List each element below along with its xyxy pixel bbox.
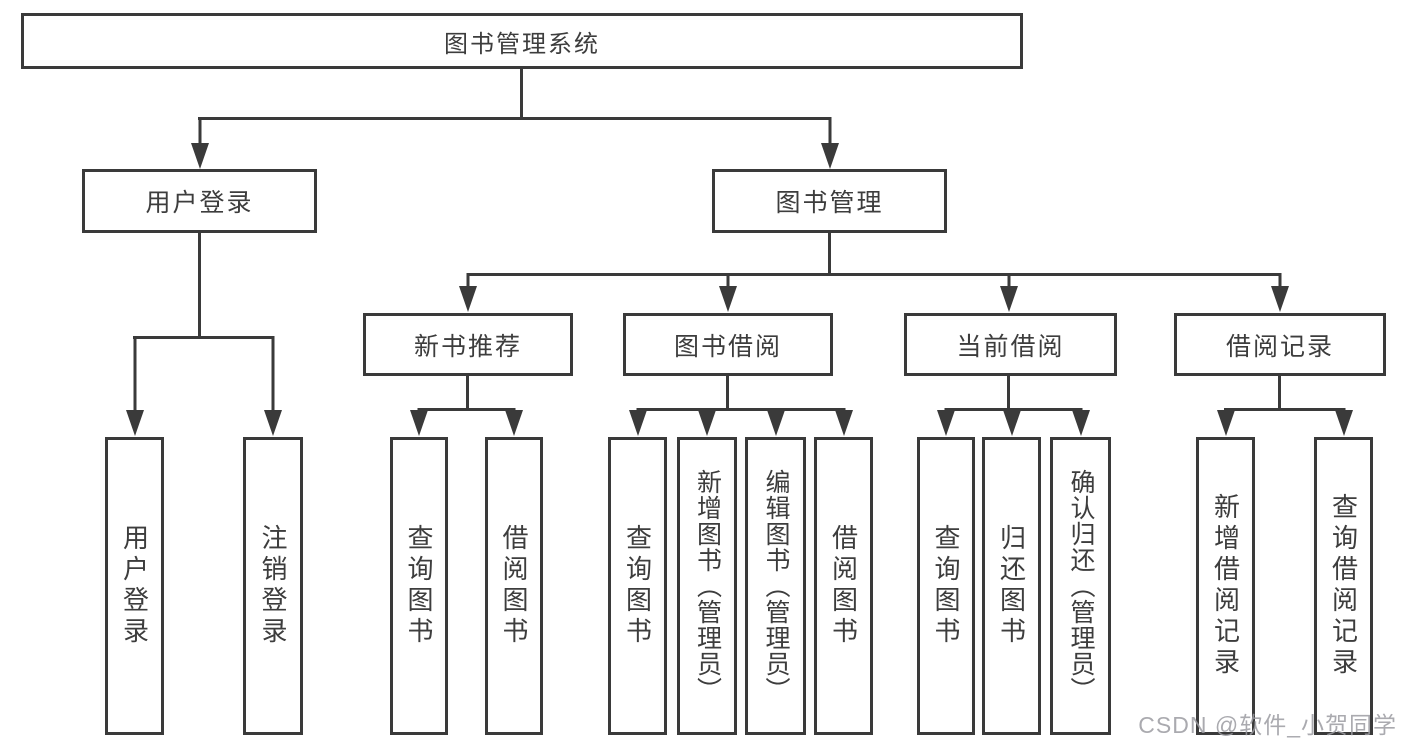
node-root: 图书管理系统 [21, 13, 1023, 69]
arrow-into-leaf-add-book [698, 408, 716, 436]
leaf-query-borrow-record: 查询借阅记录 [1314, 437, 1373, 735]
leaf-query-book-borrow: 查询图书 [608, 437, 667, 735]
connector-root-stem [520, 69, 523, 117]
arrow-into-borrow-records [1271, 273, 1289, 312]
arrowhead-icon [767, 410, 785, 436]
node-book-borrow: 图书借阅 [623, 313, 833, 376]
arrow-into-leaf-query-book-current [937, 408, 955, 436]
arrow-shaft [1278, 273, 1282, 290]
arrow-into-leaf-query-book-borrow [629, 408, 647, 436]
leaf-borrow-book-recommend: 借阅图书 [485, 437, 543, 735]
arrow-into-new-book-recommend [459, 273, 477, 312]
arrowhead-icon [629, 410, 647, 436]
connector-recommend-bar [418, 408, 515, 411]
leaf-query-book-current: 查询图书 [917, 437, 975, 735]
arrow-into-leaf-query-borrow-record [1335, 408, 1353, 436]
arrow-shaft [198, 117, 202, 147]
connector-user-login-bar [133, 336, 274, 339]
arrowhead-icon [410, 410, 428, 436]
leaf-user-login: 用户登录 [105, 437, 164, 735]
leaf-add-borrow-record: 新增借阅记录 [1196, 437, 1255, 735]
arrowhead-icon [1000, 286, 1018, 312]
arrow-shaft [1007, 273, 1011, 290]
arrowhead-icon [1217, 410, 1235, 436]
node-book-management: 图书管理 [712, 169, 947, 233]
connector-level3-bar [467, 273, 1281, 276]
arrow-into-leaf-query-book-recommend [410, 408, 428, 436]
arrowhead-icon [459, 286, 477, 312]
connector-recommend-stem [466, 376, 469, 408]
arrow-into-leaf-logout [264, 336, 282, 436]
connector-user-login-stem [198, 233, 201, 336]
node-user-login: 用户登录 [82, 169, 317, 233]
arrowhead-icon [835, 410, 853, 436]
leaf-confirm-return-admin: 确认归还（管理员） [1050, 437, 1111, 735]
arrow-into-user-login [191, 117, 209, 169]
arrowhead-icon [126, 410, 144, 436]
connector-records-bar [1224, 408, 1345, 411]
arrow-shaft [271, 336, 275, 414]
arrowhead-icon [821, 143, 839, 169]
arrowhead-icon [1003, 410, 1021, 436]
arrow-into-leaf-confirm-return [1072, 408, 1090, 436]
leaf-edit-book-admin: 编辑图书（管理员） [745, 437, 806, 735]
connector-level2-bar [198, 117, 831, 120]
leaf-logout: 注销登录 [243, 437, 303, 735]
arrowhead-icon [1335, 410, 1353, 436]
node-borrow-records: 借阅记录 [1174, 313, 1386, 376]
arrowhead-icon [264, 410, 282, 436]
arrow-into-leaf-user-login [126, 336, 144, 436]
arrowhead-icon [719, 286, 737, 312]
arrowhead-icon [1271, 286, 1289, 312]
leaf-add-book-admin: 新增图书（管理员） [677, 437, 737, 735]
arrow-shaft [726, 273, 730, 290]
arrowhead-icon [191, 143, 209, 169]
arrow-into-leaf-add-borrow-record [1217, 408, 1235, 436]
arrowhead-icon [698, 410, 716, 436]
leaf-query-book-recommend: 查询图书 [390, 437, 448, 735]
connector-borrow-stem [726, 376, 729, 408]
arrow-into-leaf-borrow-book [835, 408, 853, 436]
connector-borrow-bar [637, 408, 844, 411]
arrow-into-current-borrow [1000, 273, 1018, 312]
arrow-shaft [466, 273, 470, 290]
arrow-into-leaf-borrow-book-recommend [505, 408, 523, 436]
arrowhead-icon [1072, 410, 1090, 436]
arrow-into-book-borrow [719, 273, 737, 312]
arrow-shaft [133, 336, 137, 414]
arrow-into-leaf-return-book [1003, 408, 1021, 436]
arrowhead-icon [505, 410, 523, 436]
arrow-into-book-management [821, 117, 839, 169]
node-new-book-recommend: 新书推荐 [363, 313, 573, 376]
connector-records-stem [1278, 376, 1281, 408]
leaf-borrow-book: 借阅图书 [814, 437, 873, 735]
connector-book-mgmt-stem [828, 233, 831, 273]
csdn-watermark: CSDN @软件_小贺同学 [1138, 712, 1397, 738]
node-current-borrow: 当前借阅 [904, 313, 1117, 376]
arrow-shaft [828, 117, 832, 147]
connector-current-stem [1007, 376, 1010, 408]
arrow-into-leaf-edit-book [767, 408, 785, 436]
leaf-return-book: 归还图书 [982, 437, 1041, 735]
arrowhead-icon [937, 410, 955, 436]
